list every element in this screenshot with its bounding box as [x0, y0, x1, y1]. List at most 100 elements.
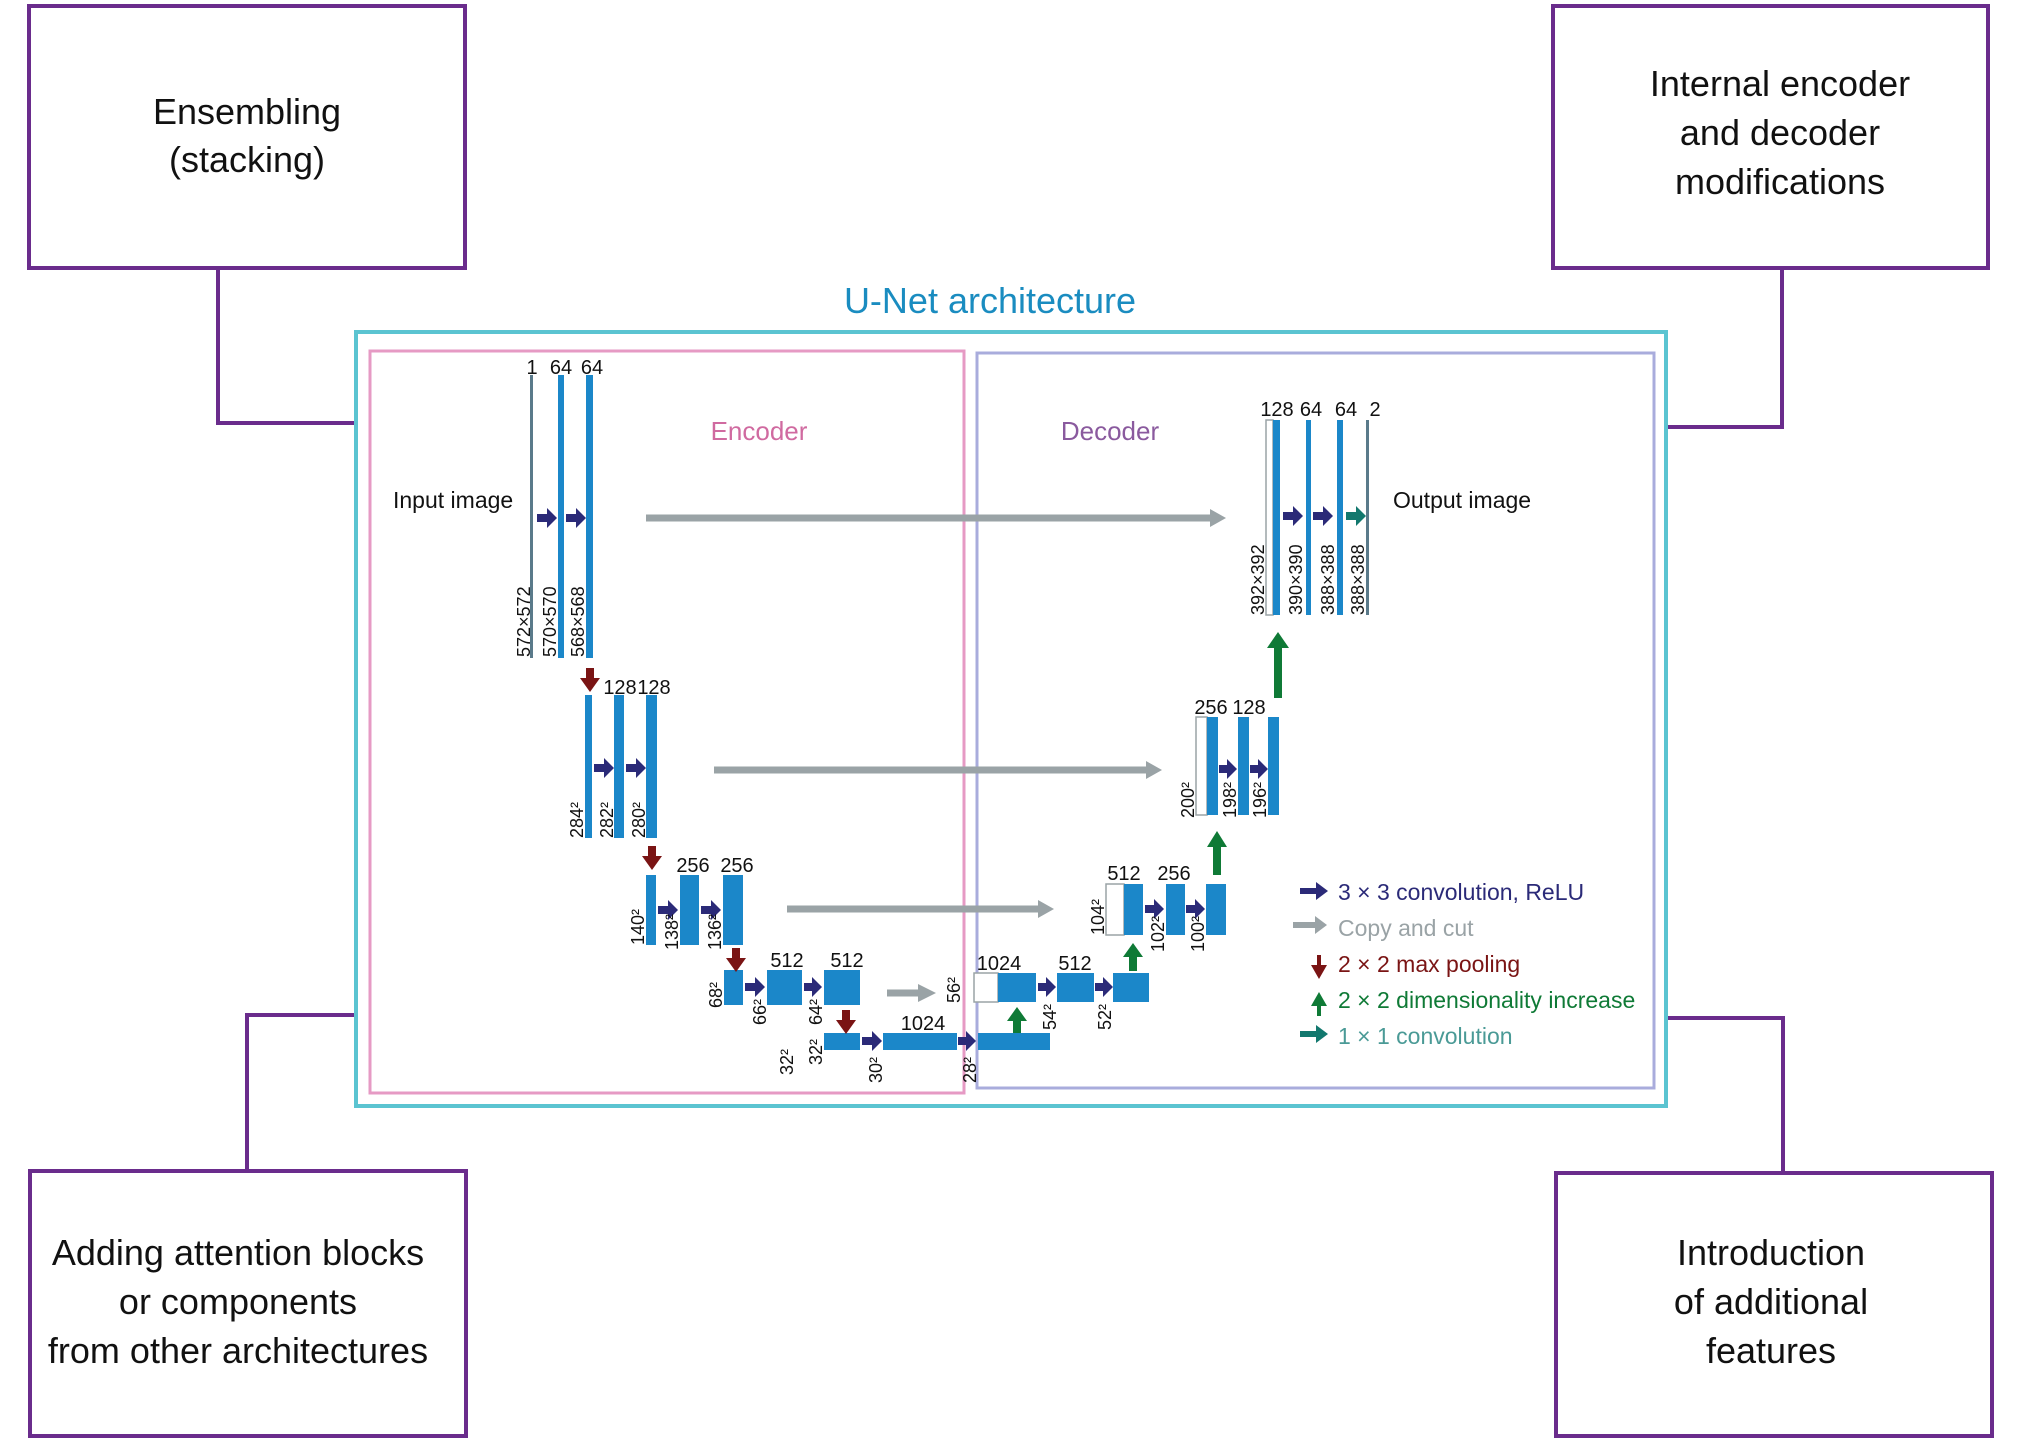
block-l3-pool	[646, 875, 656, 945]
skip-arrow-l1-head	[1210, 509, 1226, 527]
block-l1-up	[1273, 420, 1280, 615]
block-l2-dec-conv1	[1238, 717, 1249, 815]
decoder-label: Decoder	[1061, 416, 1160, 446]
channel-label: 512	[770, 950, 803, 972]
channel-label: 512	[830, 950, 863, 972]
block-bottom-conv2	[978, 1033, 1050, 1050]
pool-arrow-icon	[1311, 955, 1327, 979]
unet-blocks	[530, 375, 1369, 1050]
block-l4-dec-conv1	[1057, 973, 1094, 1002]
block-l3-dec-conv1	[1166, 884, 1185, 935]
conv-arrow	[626, 758, 646, 778]
block-l3-up	[1124, 884, 1143, 935]
block-l4-pool	[724, 970, 743, 1005]
box-text-line: and decoder	[1680, 112, 1880, 153]
conv-arrow	[1095, 977, 1113, 997]
channel-label: 256	[1157, 863, 1190, 885]
box-text-line: features	[1706, 1330, 1836, 1371]
conv-arrow	[1250, 759, 1268, 779]
size-label: 100²	[1188, 916, 1208, 952]
unet-title: U-Net architecture	[844, 280, 1136, 321]
box-text-line: modifications	[1675, 161, 1885, 202]
block-l3-dec-conv2	[1206, 884, 1226, 935]
size-label: 68²	[706, 982, 726, 1008]
box-text-line: Ensembling	[153, 91, 341, 132]
conv-arrow	[1145, 899, 1164, 919]
channel-label: 128	[1260, 399, 1293, 421]
size-label: 64²	[806, 999, 826, 1025]
unet-frame	[354, 330, 1668, 1108]
output-image-label: Output image	[1393, 487, 1531, 513]
block-l1-conv1	[558, 375, 564, 658]
size-label: 56²	[944, 977, 964, 1003]
legend-label: Copy and cut	[1338, 915, 1474, 941]
block-l4-up	[998, 973, 1036, 1002]
block-l3-conv2	[723, 875, 743, 945]
conv1x1-arrow	[1346, 506, 1366, 526]
size-label: 102²	[1148, 916, 1168, 952]
channel-label: 64	[1300, 399, 1322, 421]
legend-label: 2 × 2 dimensionality increase	[1338, 987, 1635, 1013]
conv-arrow	[566, 508, 586, 528]
conv-arrow	[701, 900, 721, 920]
block-l3-copy	[1105, 883, 1125, 936]
connector-top-right	[1666, 268, 1784, 429]
pool-arrow	[642, 846, 662, 870]
conv1x1-arrow-icon	[1300, 1025, 1328, 1043]
conv-arrow	[1313, 506, 1333, 526]
size-label: 54²	[1040, 1004, 1060, 1030]
pool-arrow	[580, 668, 600, 692]
channel-label: 128	[603, 677, 636, 699]
conv-arrow	[745, 977, 765, 997]
encoder-frame	[368, 349, 966, 1095]
up-arrow	[1267, 632, 1289, 698]
block-l4-conv2	[824, 970, 860, 1005]
block-l1-dec-conv1	[1306, 420, 1311, 615]
size-labels: 572×572 570×570 568×568 284² 282² 280² 1…	[514, 544, 1368, 1083]
decoder-frame	[975, 351, 1656, 1090]
size-label: 32²	[777, 1049, 797, 1075]
channel-label: 64	[550, 357, 572, 379]
size-label: 200²	[1178, 782, 1198, 818]
channel-label: 64	[1335, 399, 1357, 421]
block-l2-up	[1207, 717, 1218, 815]
channel-labels: 1 64 64 128 128 256 256 512 512 1024 102…	[526, 357, 1380, 1035]
block-l4-conv1	[767, 970, 802, 1005]
conv-arrow	[1283, 506, 1303, 526]
channel-label: 64	[581, 357, 603, 379]
copy-arrow-icon	[1293, 916, 1327, 934]
size-label: 572×572	[514, 586, 534, 657]
channel-label: 2	[1369, 399, 1380, 421]
skip-arrow-l2-head	[1146, 761, 1162, 779]
channel-label: 512	[1058, 953, 1091, 975]
pool-arrow	[836, 1010, 856, 1034]
conv-arrow	[1038, 977, 1056, 997]
size-label: 388×388	[1318, 544, 1338, 615]
block-l2-pool	[585, 695, 592, 838]
size-label: 138²	[662, 914, 682, 950]
conv-arrow-icon	[1300, 882, 1328, 900]
input-image-label: Input image	[393, 487, 513, 513]
block-l1-output	[1366, 420, 1369, 615]
legend-label: 2 × 2 max pooling	[1338, 951, 1520, 977]
channel-label: 128	[637, 677, 670, 699]
box-text-line: of additional	[1674, 1281, 1868, 1322]
size-label: 392×392	[1248, 544, 1268, 615]
corner-box-top-left: Ensembling (stacking)	[27, 4, 467, 270]
size-label: 570×570	[540, 586, 560, 657]
conv-arrow	[958, 1031, 976, 1051]
connector-bottom-right	[1666, 1016, 1785, 1173]
size-label: 388×388	[1348, 544, 1368, 615]
block-l4-dec-conv2	[1113, 973, 1149, 1002]
corner-box-top-right: Internal encoder and decoder modificatio…	[1551, 4, 1990, 270]
channel-label: 1024	[977, 953, 1022, 975]
skip-arrow-l3-head	[1038, 900, 1054, 918]
size-label: 196²	[1250, 782, 1270, 818]
up-arrow-icon	[1311, 992, 1327, 1016]
channel-label: 1	[526, 357, 537, 379]
corner-box-bottom-right: Introduction of additional features	[1554, 1171, 1994, 1438]
size-label: 284²	[567, 802, 587, 838]
size-label: 136²	[705, 914, 725, 950]
connector-top-left	[216, 268, 355, 425]
